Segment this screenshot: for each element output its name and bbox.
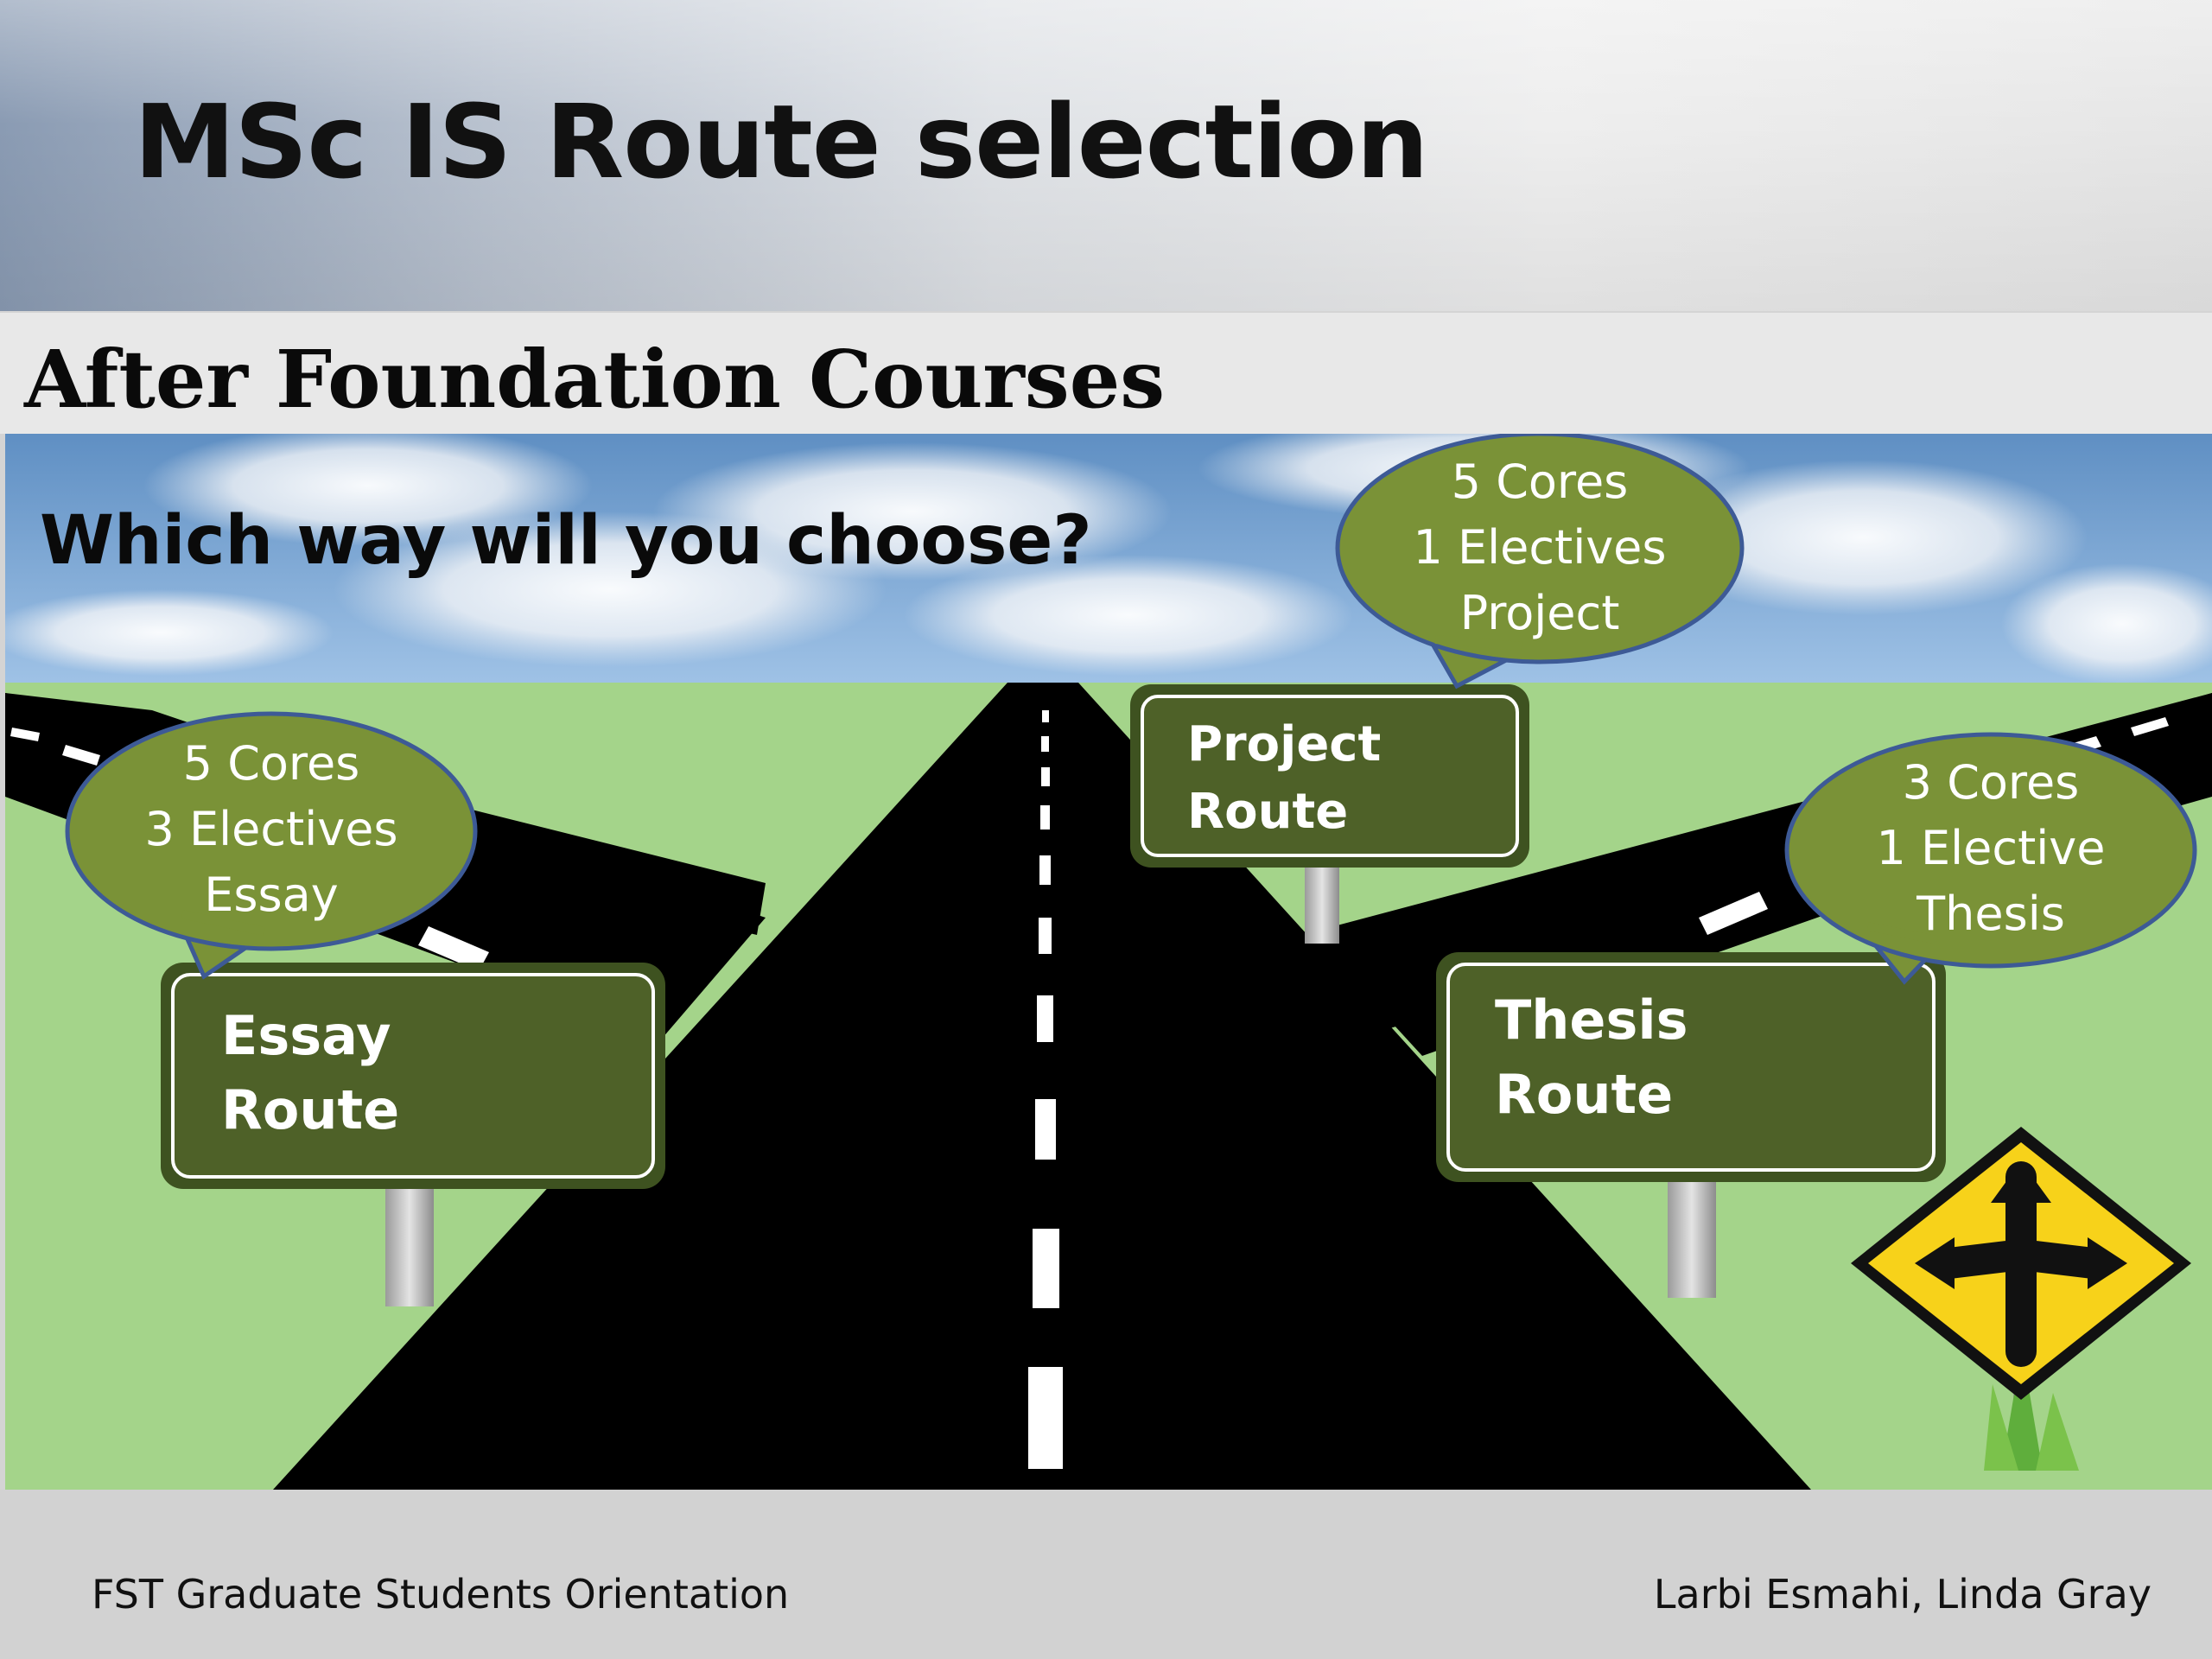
thesis-speech-bubble: 3 Cores 1 Elective Thesis	[1784, 732, 2197, 985]
slide-title: MSc IS Route selection	[134, 82, 1428, 201]
essay-bubble-line2: 3 Electives	[144, 802, 397, 856]
slide-subtitle: After Foundation Courses	[24, 333, 1166, 426]
footer-band	[0, 1490, 2212, 1659]
sky	[5, 434, 2212, 684]
project-speech-bubble: 5 Cores 1 Electives Project	[1335, 434, 1745, 690]
thesis-route-sign: Thesis Route	[1436, 952, 1946, 1182]
thesis-bubble-line2: 1 Elective	[1877, 821, 2106, 875]
question-text: Which way will you choose?	[40, 502, 1092, 580]
thesis-bubble-line3: Thesis	[1916, 887, 2065, 941]
footer-right-text: Larbi Esmahi, Linda Gray	[1653, 1571, 2152, 1618]
thesis-sign-line2: Route	[1495, 1063, 1673, 1126]
essay-speech-bubble: 5 Cores 3 Electives Essay	[65, 711, 478, 980]
essay-bubble-line3: Essay	[204, 868, 338, 922]
project-sign-post	[1305, 866, 1339, 944]
project-bubble-line1: 5 Cores	[1452, 454, 1629, 509]
subtitle-band	[0, 313, 2212, 434]
title-band	[0, 0, 2212, 311]
three-way-junction-warning-icon	[1851, 1127, 2191, 1471]
project-bubble-line3: Project	[1460, 586, 1620, 640]
project-sign-line1: Project	[1187, 716, 1381, 772]
thesis-bubble-line1: 3 Cores	[1903, 755, 2080, 810]
project-bubble-line2: 1 Electives	[1413, 520, 1666, 575]
footer-left-text: FST Graduate Students Orientation	[92, 1571, 790, 1618]
thesis-sign-line1: Thesis	[1495, 988, 1688, 1052]
project-sign-line2: Route	[1187, 784, 1348, 840]
essay-bubble-line1: 5 Cores	[183, 736, 360, 791]
road-junction-illustration: Essay Route Project Route Thesis Route 5…	[5, 434, 2212, 1490]
project-route-sign: Project Route	[1130, 684, 1529, 868]
essay-sign-line2: Route	[221, 1078, 399, 1141]
essay-route-sign: Essay Route	[161, 963, 665, 1189]
essay-sign-line1: Essay	[221, 1004, 391, 1067]
